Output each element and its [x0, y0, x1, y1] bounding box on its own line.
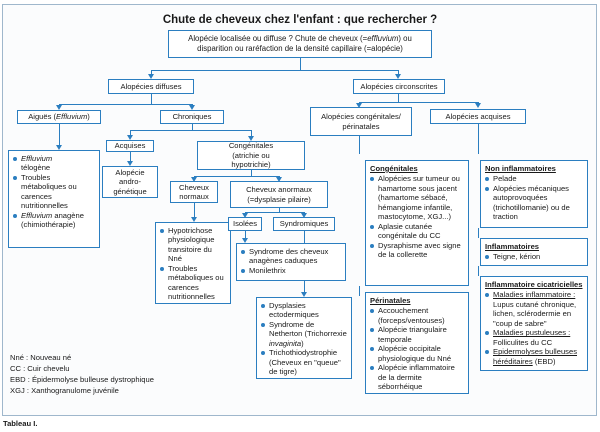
list-item: Pelade [485, 174, 583, 183]
node-cheveux-anormaux: Cheveux anormaux (=dysplasie pilaire) [230, 181, 328, 208]
legend-item: XGJ : Xanthogranulome juvénile [10, 386, 119, 395]
box-inflammatoire-cicatricielles: Inflammatoire cicatricielles Maladies in… [480, 276, 588, 371]
node-alopecies-acquises: Alopécies acquises [430, 109, 526, 124]
list-item: Aplasie cutanée congénitale du CC [370, 222, 464, 241]
legend-item: CC : Cuir chevelu [10, 364, 70, 373]
abbreviation-legend: Nné : Nouveau né CC : Cuir chevelu EBD :… [10, 352, 154, 396]
box-perinatales: Périnatales Accouchement (forceps/ventou… [365, 292, 469, 394]
legend-item: Nné : Nouveau né [10, 353, 72, 362]
list-item: Maladies inflammatoire : Lupus cutané ch… [485, 290, 583, 328]
node-alopecie-androgenetique: Alopécie andro-génétique [102, 166, 158, 198]
list-item: Hypotrichose physiologique transitoire d… [160, 226, 226, 264]
node-congenitales-perinatales: Alopécies congénitales/ périnatales [310, 107, 412, 136]
list-item: Effluvium anagène (chimiothérapie) [13, 211, 95, 230]
list-item: Dysraphisme avec signe de la collerette [370, 241, 464, 260]
list-item: Troubles métaboliques ou carences nutrit… [160, 264, 226, 302]
list-item: Alopécie triangulaire temporale [370, 325, 464, 344]
list-item: Trichothiodystrophie (Cheveux en "queue"… [261, 348, 347, 376]
list-item: Monilethrix [241, 266, 341, 275]
list-item: Epidermolyses bulleuses héréditaires (EB… [485, 347, 583, 366]
node-aigues: Aiguës (Effluvium) [17, 110, 101, 124]
node-syndromiques: Syndromiques [273, 217, 335, 231]
node-alopecies-circonscrites: Alopécies circonscrites [353, 79, 445, 94]
node-cheveux-normaux: Cheveux normaux [170, 181, 218, 203]
list-cheveux-normaux: Hypotrichose physiologique transitoire d… [155, 222, 231, 304]
box-non-inflammatoires: Non inflammatoires Pelade Alopécies méca… [480, 160, 588, 228]
legend-item: EBD : Épidermolyse bulleuse dystrophique [10, 375, 154, 384]
node-congenitales: Congénitales (atrichie ou hypotrichie) [197, 141, 305, 170]
list-item: Maladies pustuleuses : Folliculites du C… [485, 328, 583, 347]
list-item: Accouchement (forceps/ventouses) [370, 306, 464, 325]
list-item: Alopécies sur tumeur ou hamartome sous j… [370, 174, 464, 221]
table-caption: Tableau I. [3, 419, 38, 428]
list-item: Alopécie occipitale physiologique du Nné [370, 344, 464, 363]
node-acquises: Acquises [106, 140, 154, 152]
box-inflammatoires: Inflammatoires Teigne, kérion [480, 238, 588, 266]
box-congenitales: Congénitales Alopécies sur tumeur ou ham… [365, 160, 469, 286]
node-chroniques: Chroniques [160, 110, 224, 124]
list-item: Alopécie inflammatoire de la dermite séb… [370, 363, 464, 391]
list-item: Syndrome des cheveux anagènes caduques [241, 247, 341, 266]
list-item: Dysplasies ectodermiques [261, 301, 347, 320]
diagram-title: Chute de cheveux chez l'enfant : que rec… [162, 14, 438, 26]
list-item: Troubles métaboliques ou carences nutrit… [13, 173, 95, 211]
list-isolees: Syndrome des cheveux anagènes caduques M… [236, 243, 346, 281]
list-item: Syndrome de Netherton (Trichorrexie inva… [261, 320, 347, 348]
list-item: Alopécies mécaniques autoprovoquées (tri… [485, 184, 583, 222]
list-item: Teigne, kérion [485, 252, 583, 261]
node-isolees: Isolées [228, 217, 262, 231]
node-alopecies-diffuses: Alopécies diffuses [108, 79, 194, 94]
list-syndromiques: Dysplasies ectodermiques Syndrome de Net… [256, 297, 352, 379]
root-question: Alopécie localisée ou diffuse ? Chute de… [168, 30, 432, 58]
